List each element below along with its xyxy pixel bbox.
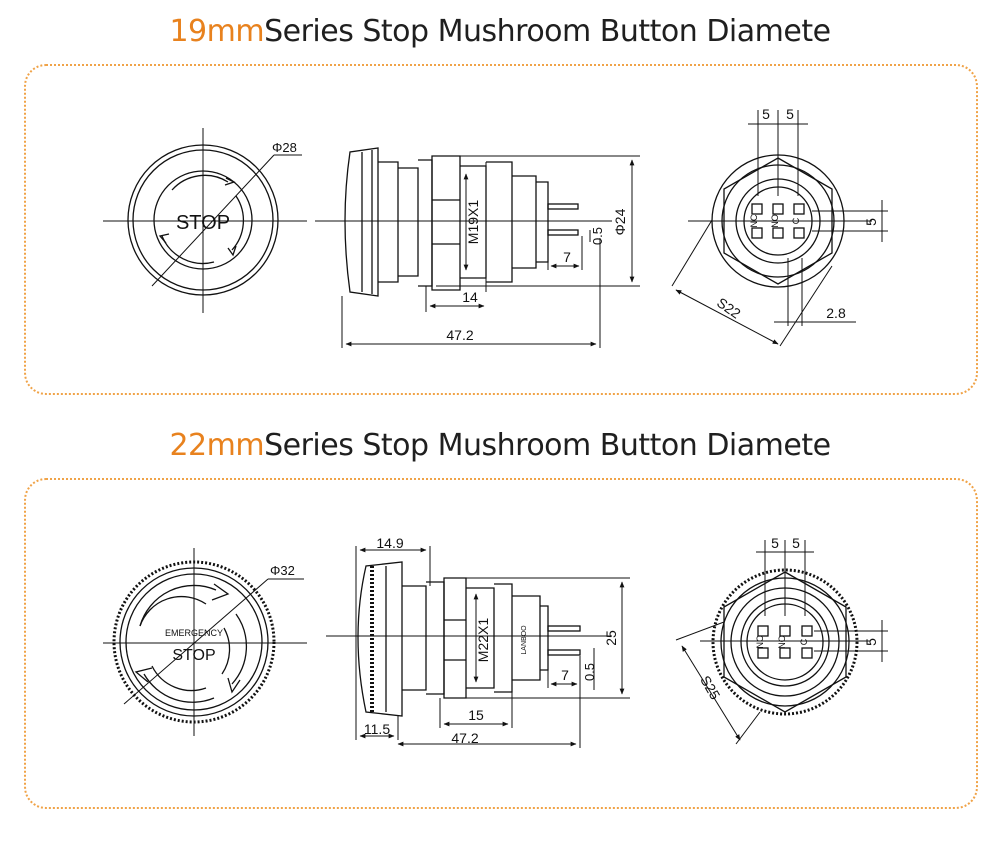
pin-label-nc: NC xyxy=(755,635,765,648)
cap-base-label: 11.5 xyxy=(364,721,390,737)
pin-label-no: NO xyxy=(777,635,787,649)
face-stop-text: STOP xyxy=(176,212,230,234)
title-text: Series Stop Mushroom Button Diamete xyxy=(264,428,831,463)
height-label: 25 xyxy=(603,630,619,646)
diagram-panel-22mm xyxy=(24,478,978,809)
back-view-19mm xyxy=(671,110,888,347)
title-size-accent: 22mm xyxy=(169,428,265,463)
pin-thickness-label: 0.5 xyxy=(582,663,597,681)
height-label: Φ24 xyxy=(612,208,628,235)
pin-label-no: NO xyxy=(770,214,780,228)
total-length-label: 47.2 xyxy=(451,730,478,746)
body-length-label: 15 xyxy=(468,707,484,723)
front-diameter-label: Φ28 xyxy=(272,140,297,155)
face-stop-text: STOP xyxy=(172,647,215,664)
pitch-a-label: 5 xyxy=(771,535,779,551)
pin-label-nc: NC xyxy=(749,214,759,227)
pitch-vertical-label: 5 xyxy=(863,638,879,646)
pin-label-c: C xyxy=(799,638,809,645)
pin-label-c: C xyxy=(791,217,801,224)
brand-label: LANBOO xyxy=(521,625,528,655)
thread-label: M19X1 xyxy=(465,200,481,245)
front-view-19mm xyxy=(103,128,307,313)
section-title-19mm: 19mmSeries Stop Mushroom Button Diamete xyxy=(0,14,1000,49)
diagram-panel-19mm xyxy=(24,64,978,395)
wall-thickness-label: 2.8 xyxy=(826,305,846,321)
pin-length-label: 7 xyxy=(561,667,569,683)
title-size-accent: 19mm xyxy=(169,14,265,49)
side-view-22mm xyxy=(326,546,630,748)
pin-thickness-label: 0.5 xyxy=(590,227,605,245)
side-view-19mm xyxy=(315,147,640,348)
thread-label: M22X1 xyxy=(475,618,491,663)
body-length-label: 14 xyxy=(462,289,478,305)
total-length-label: 47.2 xyxy=(446,327,473,343)
pitch-b-label: 5 xyxy=(792,535,800,551)
back-view-22mm xyxy=(675,540,888,745)
cap-length-label: 14.9 xyxy=(376,535,403,551)
section-title-22mm: 22mmSeries Stop Mushroom Button Diamete xyxy=(0,428,1000,463)
pitch-a-label: 5 xyxy=(762,106,770,122)
hex-size-label: S22 xyxy=(714,294,744,322)
front-diameter-label: Φ32 xyxy=(270,563,295,578)
pitch-vertical-label: 5 xyxy=(863,218,879,226)
pin-length-label: 7 xyxy=(563,249,571,265)
title-text: Series Stop Mushroom Button Diamete xyxy=(264,14,831,49)
pitch-b-label: 5 xyxy=(786,106,794,122)
face-emergency-text: EMERGENCY xyxy=(165,628,223,638)
front-view-22mm xyxy=(103,548,307,736)
